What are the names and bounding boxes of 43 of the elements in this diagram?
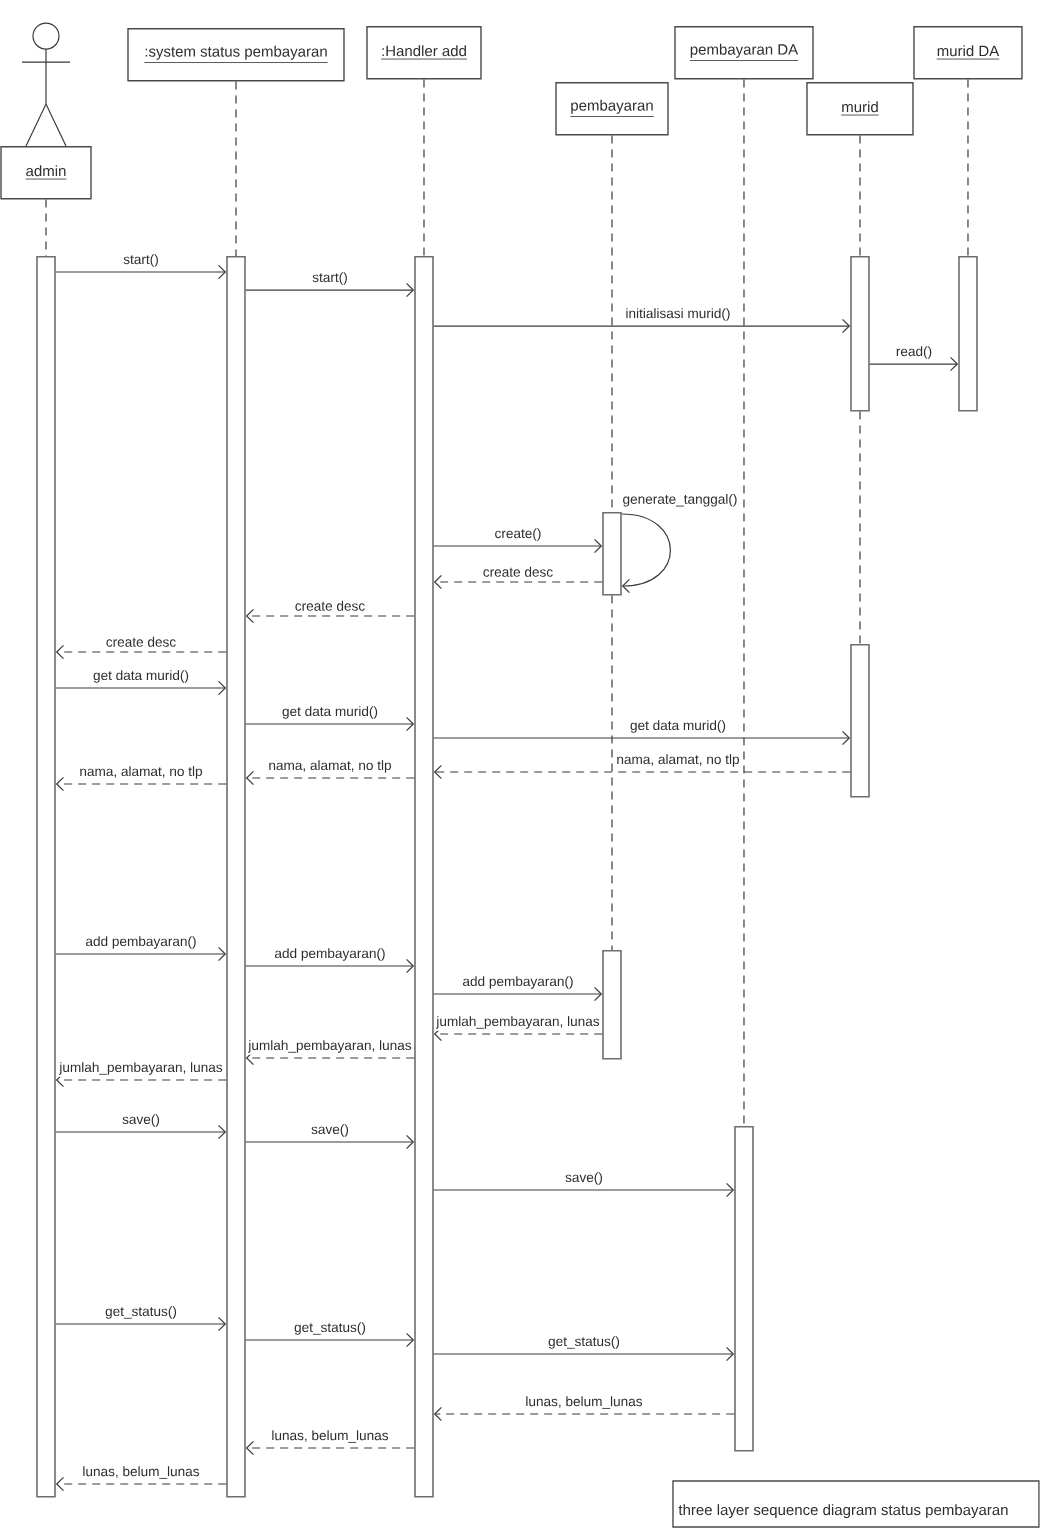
message-arrow <box>55 1124 227 1140</box>
lifeline <box>859 411 861 645</box>
return-arrow <box>433 764 851 780</box>
message-arrow <box>245 282 415 298</box>
message-arrow <box>245 1332 415 1348</box>
activation-bar <box>734 1126 754 1452</box>
return-arrow <box>55 644 227 660</box>
message-arrow <box>55 264 227 280</box>
activation-bar <box>602 512 622 596</box>
return-arrow <box>245 1440 415 1456</box>
activation-bar <box>850 256 870 412</box>
message-arrow <box>433 730 851 746</box>
return-arrow <box>55 776 227 792</box>
return-arrow <box>245 608 415 624</box>
lifeline <box>235 80 237 257</box>
message-arrow <box>433 318 851 334</box>
return-arrow <box>55 1476 227 1492</box>
return-arrow <box>55 1072 227 1088</box>
lifeline <box>45 198 47 257</box>
return-arrow <box>433 1026 603 1042</box>
activation-bar <box>958 256 978 412</box>
return-arrow <box>245 1050 415 1066</box>
message-arrow <box>433 1182 735 1198</box>
return-arrow <box>245 770 415 786</box>
lifeline <box>611 595 613 951</box>
message-arrow <box>55 946 227 962</box>
message-arrow <box>55 680 227 696</box>
lifeline <box>423 78 425 257</box>
message-arrow <box>433 538 603 554</box>
message-arrow <box>433 986 603 1002</box>
message-arrow <box>869 356 959 372</box>
self-message-arrow <box>621 513 671 594</box>
return-arrow <box>433 574 603 590</box>
message-arrow <box>433 1346 735 1362</box>
message-arrow <box>55 1316 227 1332</box>
message-arrow <box>245 716 415 732</box>
message-arrow <box>245 958 415 974</box>
activation-bar <box>602 950 622 1060</box>
return-arrow <box>433 1406 735 1422</box>
activation-bar <box>850 644 870 798</box>
lifeline <box>967 78 969 257</box>
lifeline <box>859 134 861 257</box>
message-arrow <box>245 1134 415 1150</box>
